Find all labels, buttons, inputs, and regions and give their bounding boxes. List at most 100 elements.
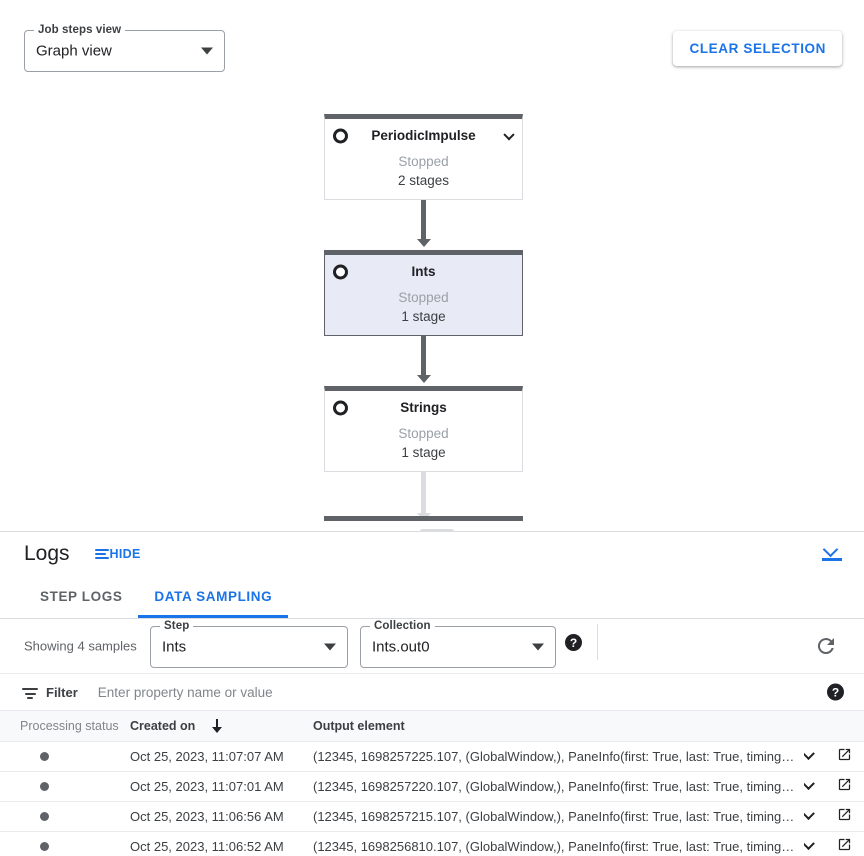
chevron-down-icon[interactable]: [804, 746, 815, 760]
tab-step-logs[interactable]: STEP LOGS: [40, 589, 123, 604]
column-header-created-on[interactable]: Created on: [130, 711, 313, 742]
open-in-new-icon[interactable]: [837, 747, 852, 762]
sort-descending-icon: [211, 718, 222, 733]
node-status-circle-icon: [333, 264, 348, 279]
graph-node-ints[interactable]: Ints Stopped 1 stage: [324, 250, 523, 336]
row-processing-status: [0, 801, 130, 831]
hide-logs-button[interactable]: HIDE: [94, 546, 141, 561]
collapse-bar-icon: [822, 558, 842, 561]
filter-help-icon[interactable]: ?: [827, 683, 844, 701]
chevron-down-icon: [201, 47, 213, 55]
row-open-cell: [837, 771, 864, 801]
filter-label: Filter: [46, 684, 78, 700]
column-header-created-on-label: Created on: [130, 718, 196, 733]
table-head: Processing status Created on Output elem…: [0, 711, 864, 742]
showing-samples-text: Showing 4 samples: [24, 638, 137, 654]
column-header-output-element[interactable]: Output element: [313, 711, 804, 742]
open-in-new-icon[interactable]: [837, 837, 852, 852]
graph-toolbar: Job steps view Graph view CLEAR SELECTIO…: [0, 0, 864, 90]
status-dot-icon: [40, 811, 49, 821]
row-open-cell: [837, 801, 864, 831]
table-row[interactable]: Oct 25, 2023, 11:06:52 AM (12345, 1698256…: [0, 831, 864, 856]
chevron-down-icon: [532, 643, 544, 651]
logs-header: Logs HIDE: [0, 532, 864, 575]
row-processing-status: [0, 741, 130, 771]
step-select-label: Step: [160, 619, 194, 633]
table-body: Oct 25, 2023, 11:07:07 AM (12345, 1698257…: [0, 741, 864, 856]
table-row[interactable]: Oct 25, 2023, 11:07:07 AM (12345, 1698257…: [0, 741, 864, 771]
graph-node-periodicimpulse[interactable]: PeriodicImpulse Stopped 2 stages: [324, 114, 523, 200]
node-stages: 1 stage: [401, 445, 446, 460]
node-status: Stopped: [398, 426, 449, 441]
row-output-element: (12345, 1698257225.107, (GlobalWindow,),…: [313, 748, 795, 764]
graph-node-strings[interactable]: Strings Stopped 1 stage: [324, 386, 523, 472]
panel-resize-handle[interactable]: [420, 529, 454, 531]
row-expand-cell: [804, 771, 837, 801]
node-title: Strings: [400, 400, 447, 415]
refresh-icon: [817, 638, 834, 655]
row-created-on: Oct 25, 2023, 11:06:56 AM: [130, 808, 284, 824]
row-expand-cell: [804, 741, 837, 771]
row-output-element: (12345, 1698257215.107, (GlobalWindow,),…: [313, 808, 795, 824]
collection-select[interactable]: Collection Ints.out0: [360, 619, 556, 668]
chevron-down-icon[interactable]: [503, 128, 515, 140]
vertical-divider: [597, 624, 598, 660]
row-output-element: (12345, 1698257220.107, (GlobalWindow,),…: [313, 778, 795, 794]
node-title: PeriodicImpulse: [371, 128, 476, 143]
hide-logs-label: HIDE: [109, 546, 141, 561]
collection-select-value: Ints.out0: [372, 638, 430, 656]
arrow-down-icon: [416, 239, 431, 247]
node-header: Ints: [325, 255, 522, 288]
row-created-on: Oct 25, 2023, 11:06:52 AM: [130, 838, 284, 854]
graph-node-partial[interactable]: [324, 516, 523, 521]
node-header: Strings: [325, 391, 522, 424]
table-header-row: Processing status Created on Output elem…: [0, 711, 864, 742]
clear-selection-button[interactable]: CLEAR SELECTION: [673, 31, 842, 66]
column-header-expand: [804, 711, 837, 742]
row-expand-cell: [804, 801, 837, 831]
hamburger-icon: [94, 547, 109, 561]
collection-help-icon[interactable]: ?: [565, 634, 582, 651]
data-sampling-controls: Showing 4 samples Step Ints Collection I…: [0, 619, 864, 674]
job-steps-view-value: Graph view: [36, 42, 112, 60]
row-processing-status: [0, 831, 130, 856]
job-steps-view-label: Job steps view: [34, 23, 126, 37]
open-in-new-icon[interactable]: [837, 777, 852, 792]
status-dot-icon: [40, 781, 49, 791]
row-created-on: Oct 25, 2023, 11:07:01 AM: [130, 778, 284, 794]
column-header-open: [837, 711, 864, 742]
filter-icon: [22, 686, 38, 699]
row-created-on: Oct 25, 2023, 11:07:07 AM: [130, 748, 284, 764]
refresh-button[interactable]: [814, 634, 838, 658]
node-title: Ints: [411, 264, 436, 279]
chevron-down-icon[interactable]: [804, 806, 815, 820]
status-dot-icon: [40, 841, 49, 851]
node-status: Stopped: [398, 290, 449, 305]
graph-edge-1: [416, 200, 431, 247]
data-sampling-table: Processing status Created on Output elem…: [0, 711, 864, 856]
filter-bar: Filter ?: [0, 674, 864, 711]
logs-panel: Logs HIDE STEP LOGS DATA SAMPLING Showin…: [0, 531, 864, 856]
collapse-panel-button[interactable]: [818, 541, 846, 567]
filter-input[interactable]: [95, 683, 864, 701]
row-output-element: (12345, 1698256810.107, (GlobalWindow,),…: [313, 838, 795, 854]
chevron-down-icon: [822, 541, 839, 558]
node-header: PeriodicImpulse: [325, 119, 522, 152]
job-steps-view-select[interactable]: Job steps view Graph view: [24, 23, 225, 72]
chevron-down-icon[interactable]: [804, 776, 815, 790]
collection-select-label: Collection: [370, 619, 435, 633]
step-select[interactable]: Step Ints: [150, 619, 348, 668]
chevron-down-icon[interactable]: [804, 836, 815, 850]
tab-data-sampling[interactable]: DATA SAMPLING: [138, 575, 289, 618]
step-select-value: Ints: [162, 638, 187, 656]
row-expand-cell: [804, 831, 837, 856]
graph-edge-3: [416, 472, 431, 521]
table-row[interactable]: Oct 25, 2023, 11:06:56 AM (12345, 1698257…: [0, 801, 864, 831]
open-in-new-icon[interactable]: [837, 807, 852, 822]
arrow-down-icon: [416, 375, 431, 383]
node-stages: 2 stages: [397, 173, 450, 188]
table-row[interactable]: Oct 25, 2023, 11:07:01 AM (12345, 1698257…: [0, 771, 864, 801]
column-header-processing-status[interactable]: Processing status: [0, 711, 130, 742]
chevron-down-icon: [324, 643, 336, 651]
row-open-cell: [837, 831, 864, 856]
